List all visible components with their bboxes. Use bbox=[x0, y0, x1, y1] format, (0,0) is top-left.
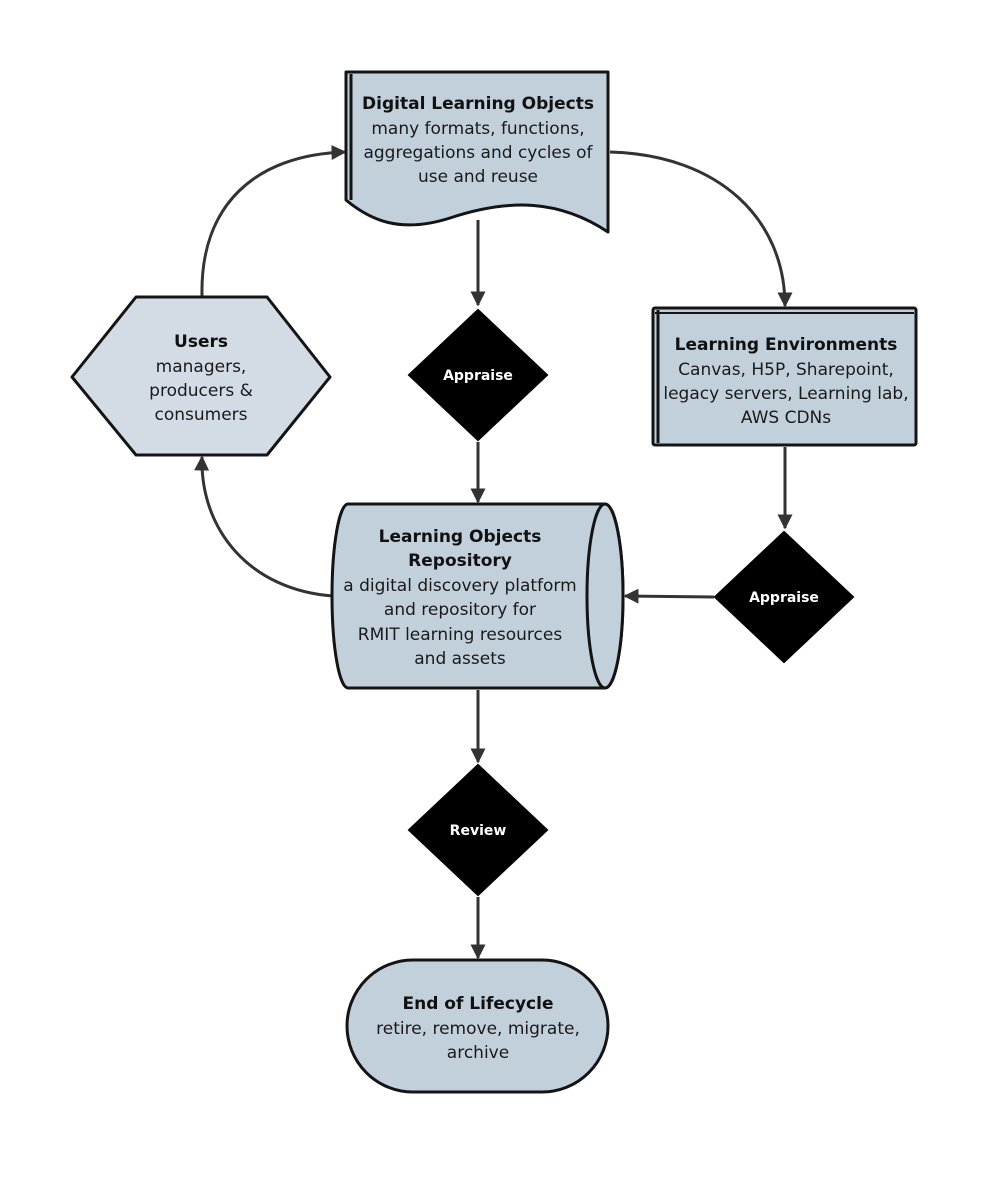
dlo-line-3: use and reuse bbox=[418, 167, 538, 187]
document-shape bbox=[344, 70, 610, 234]
edge-repo-to-users bbox=[194, 455, 334, 598]
node-end-of-lifecycle[interactable]: End of Lifecycle retire, remove, migrate… bbox=[345, 958, 610, 1094]
end-line-1: retire, remove, migrate, bbox=[376, 1019, 580, 1039]
edge-appraise-right-to-repo bbox=[623, 588, 715, 604]
edge-dlo-to-env bbox=[609, 150, 793, 308]
node-digital-learning-objects[interactable]: Digital Learning Objects many formats, f… bbox=[344, 70, 610, 234]
repo-line-1: a digital discovery platform bbox=[343, 576, 576, 596]
repo-line-4: and assets bbox=[414, 649, 506, 669]
cylinder-end bbox=[585, 502, 625, 690]
env-line-1: Canvas, H5P, Sharepoint, bbox=[678, 360, 894, 380]
stadium-shape bbox=[345, 958, 610, 1094]
dlo-title: Digital Learning Objects bbox=[362, 94, 594, 114]
env-line-3: AWS CDNs bbox=[741, 408, 831, 428]
end-title: End of Lifecycle bbox=[403, 994, 554, 1014]
users-line-1: managers, bbox=[156, 357, 247, 377]
dlo-line-1: many formats, functions, bbox=[371, 119, 584, 139]
appraise-right-label: Appraise bbox=[749, 590, 819, 606]
node-learning-objects-repository[interactable]: Learning Objects Repository a digital di… bbox=[330, 502, 625, 690]
diamond-shape bbox=[713, 530, 855, 664]
node-learning-environments[interactable]: Learning Environments Canvas, H5P, Share… bbox=[651, 306, 918, 447]
rect-shape bbox=[651, 306, 918, 447]
repo-line-2: and repository for bbox=[384, 600, 536, 620]
hexagon-shape bbox=[70, 295, 332, 457]
decision-appraise-center[interactable]: Appraise bbox=[407, 308, 549, 442]
review-label: Review bbox=[450, 823, 507, 839]
users-title: Users bbox=[174, 332, 228, 352]
node-users[interactable]: Users managers, producers & consumers bbox=[70, 295, 332, 457]
appraise-center-label: Appraise bbox=[443, 368, 513, 384]
repo-line-3: RMIT learning resources bbox=[358, 625, 563, 645]
repo-title-1: Learning Objects bbox=[379, 527, 542, 547]
env-title: Learning Environments bbox=[675, 335, 898, 355]
decision-appraise-right[interactable]: Appraise bbox=[713, 530, 855, 664]
edge-users-to-dlo bbox=[200, 144, 347, 297]
diamond-shape bbox=[407, 308, 549, 442]
dlo-line-2: aggregations and cycles of bbox=[363, 143, 593, 163]
decision-review[interactable]: Review bbox=[407, 763, 549, 897]
users-line-3: consumers bbox=[154, 405, 247, 425]
env-line-2: legacy servers, Learning lab, bbox=[663, 384, 908, 404]
repo-title-2: Repository bbox=[408, 551, 512, 571]
edges bbox=[194, 144, 793, 960]
users-line-2: producers & bbox=[149, 381, 253, 401]
end-line-2: archive bbox=[447, 1043, 509, 1063]
diamond-shape bbox=[407, 763, 549, 897]
